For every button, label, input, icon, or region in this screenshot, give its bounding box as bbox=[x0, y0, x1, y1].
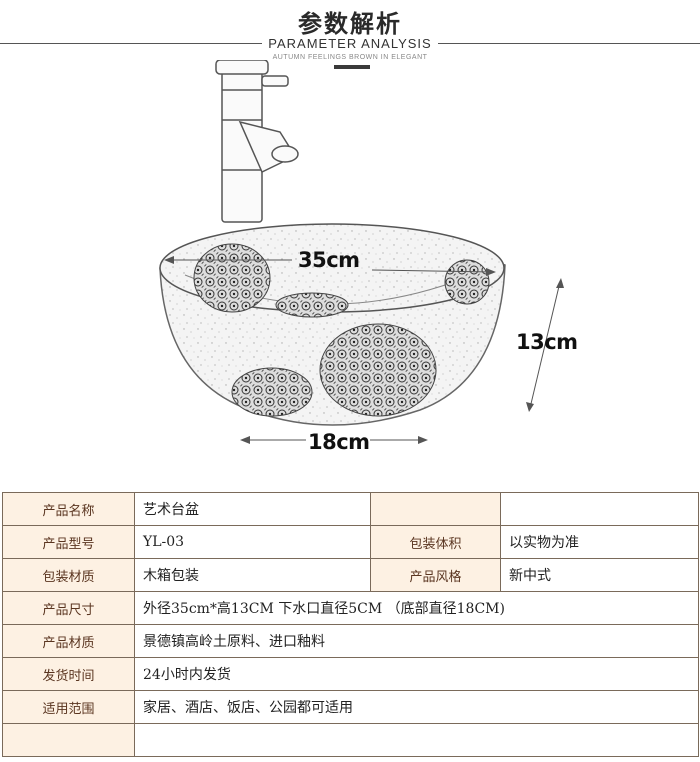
subtitle-text: PARAMETER ANALYSIS bbox=[262, 36, 438, 51]
shipping-value: 24小时内发货 bbox=[134, 657, 699, 691]
header-rule-left bbox=[0, 43, 262, 44]
style-value: 新中式 bbox=[500, 558, 699, 592]
model-label: 产品型号 bbox=[2, 525, 135, 559]
diameter-label: 35cm bbox=[298, 248, 360, 272]
table-row: 产品名称 艺术台盆 bbox=[2, 492, 699, 526]
empty-cell bbox=[370, 492, 501, 526]
header-rule-right bbox=[432, 43, 700, 44]
size-value: 外径35cm*高13CM 下水口直径5CM （底部直径18CM) bbox=[134, 591, 699, 625]
empty-cell bbox=[2, 723, 135, 757]
table-row: 适用范围 家居、酒店、饭店、公园都可适用 bbox=[2, 690, 699, 724]
product-illustration: 35cm 13cm 18cm bbox=[0, 59, 700, 490]
height-label: 13cm bbox=[516, 330, 578, 354]
base-label: 18cm bbox=[308, 430, 370, 454]
material-label: 产品材质 bbox=[2, 624, 135, 658]
empty-cell bbox=[134, 723, 699, 757]
table-row: 包装材质 木箱包装 产品风格 新中式 bbox=[2, 558, 699, 592]
table-row bbox=[2, 723, 699, 757]
pack-volume-value: 以实物为准 bbox=[500, 525, 699, 559]
faucet-icon bbox=[215, 59, 299, 223]
style-label: 产品风格 bbox=[370, 558, 501, 592]
scope-label: 适用范围 bbox=[2, 690, 135, 724]
shipping-label: 发货时间 bbox=[2, 657, 135, 691]
pack-material-value: 木箱包装 bbox=[134, 558, 371, 592]
model-value: YL-03 bbox=[134, 525, 371, 559]
pack-volume-label: 包装体积 bbox=[370, 525, 501, 559]
pack-material-label: 包装材质 bbox=[2, 558, 135, 592]
parameter-table: 产品名称 艺术台盆 产品型号 YL-03 包装体积 以实物为准 包装材质 木箱包… bbox=[2, 492, 699, 757]
name-label: 产品名称 bbox=[2, 492, 135, 526]
page-title: 参数解析 bbox=[298, 10, 402, 38]
basin-drawing bbox=[159, 59, 564, 444]
material-value: 景德镇高岭土原料、进口釉料 bbox=[134, 624, 699, 658]
table-row: 发货时间 24小时内发货 bbox=[2, 657, 699, 691]
table-row: 产品型号 YL-03 包装体积 以实物为准 bbox=[2, 525, 699, 559]
table-row: 产品尺寸 外径35cm*高13CM 下水口直径5CM （底部直径18CM) bbox=[2, 591, 699, 625]
tagline: AUTUMN FEELINGS BROWN IN ELEGANT bbox=[272, 54, 428, 61]
scope-value: 家居、酒店、饭店、公园都可适用 bbox=[134, 690, 699, 724]
table-row: 产品材质 景德镇高岭土原料、进口釉料 bbox=[2, 624, 699, 658]
name-value: 艺术台盆 bbox=[134, 492, 371, 526]
empty-cell bbox=[500, 492, 699, 526]
accent-bar bbox=[334, 65, 370, 69]
header: 参数解析 PARAMETER ANALYSIS AUTUMN FEELINGS … bbox=[0, 0, 700, 70]
subtitle: PARAMETER ANALYSIS bbox=[0, 36, 700, 51]
size-label: 产品尺寸 bbox=[2, 591, 135, 625]
